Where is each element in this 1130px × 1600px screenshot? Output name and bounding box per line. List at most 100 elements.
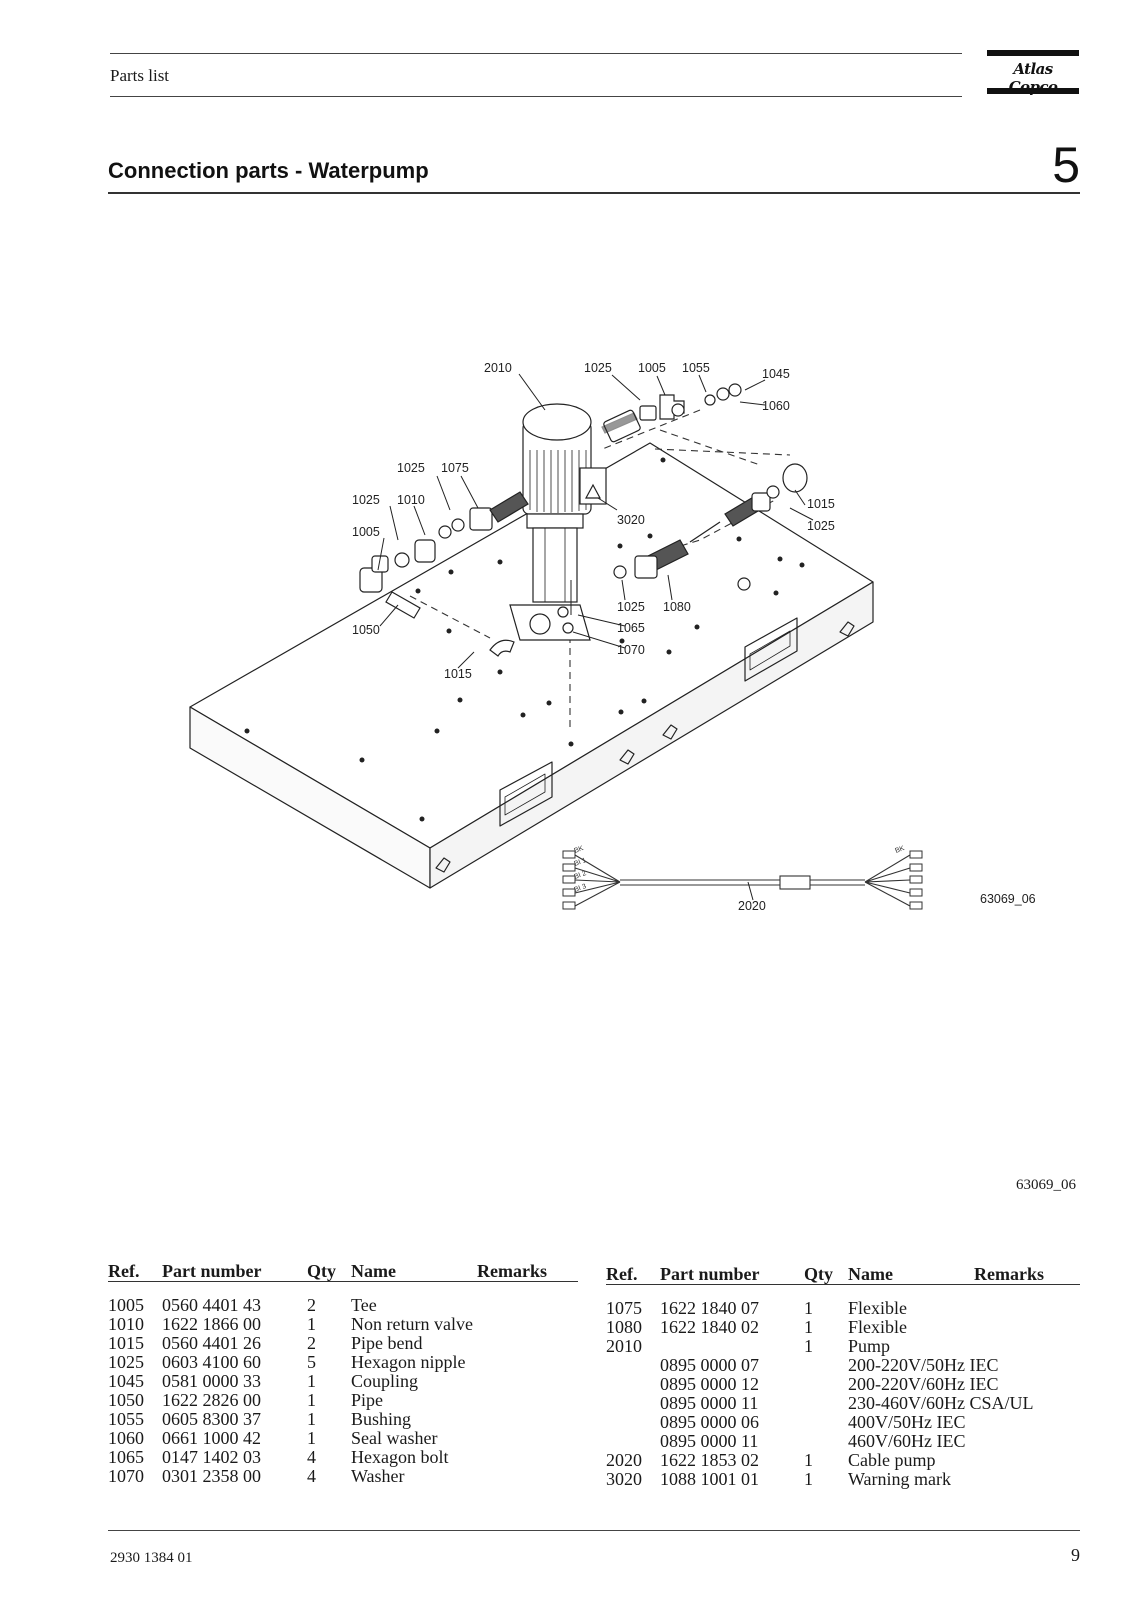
page-title: Connection parts - Waterpump — [108, 158, 429, 183]
callout-3020: 3020 — [617, 513, 645, 527]
callout-1075: 1075 — [441, 461, 469, 475]
cell-qty: 1 — [804, 1450, 813, 1470]
table-row: 0895 0000 11 460V/60Hz IEC — [606, 1432, 1080, 1451]
cell-part-number — [660, 1337, 804, 1356]
table-row: 0895 0000 12 200-220V/60Hz IEC — [606, 1375, 1080, 1394]
cell-qty — [804, 1375, 848, 1394]
cell-name: Cable pump — [848, 1450, 936, 1470]
cell-qty: 2 — [307, 1333, 316, 1353]
cell-part-number: 1622 1840 02 — [660, 1317, 759, 1337]
cell-ref: 1070 — [108, 1466, 144, 1486]
cell-part-number: 0605 8300 37 — [162, 1409, 261, 1429]
figure-code: 63069_06 — [1016, 1177, 1076, 1193]
cell-ref: 2020 — [606, 1450, 642, 1470]
cell-ref: 1060 — [108, 1428, 144, 1448]
cell-qty: 1 — [307, 1371, 316, 1391]
cell-part-number: 0301 2358 00 — [162, 1466, 261, 1486]
header-rule-bottom — [110, 96, 962, 97]
cell-ref: 1050 — [108, 1390, 144, 1410]
cell-name: Pump — [848, 1336, 891, 1356]
cell-remarks — [477, 1334, 578, 1353]
cable-label: BK — [573, 845, 584, 855]
callout-1070: 1070 — [617, 643, 645, 657]
cell-name: Washer — [351, 1466, 405, 1486]
cell-name: Coupling — [351, 1371, 419, 1391]
callout-1005: 1005 — [352, 525, 380, 539]
footer-rule — [108, 1530, 1080, 1531]
cell-qty: 5 — [307, 1352, 316, 1372]
cell-ref: 1075 — [606, 1298, 642, 1318]
callout-1025: 1025 — [584, 361, 612, 375]
cell-name: Tee — [351, 1295, 377, 1315]
col-ref: Ref. — [108, 1257, 162, 1282]
cell-ref — [606, 1394, 660, 1413]
cell-name: 460V/60Hz IEC — [848, 1431, 966, 1451]
callout-2020: 2020 — [738, 899, 766, 913]
cell-ref — [606, 1356, 660, 1375]
cell-name: 400V/50Hz IEC — [848, 1412, 966, 1432]
cell-part-number: 0895 0000 07 — [660, 1355, 759, 1375]
cell-qty: 1 — [307, 1428, 316, 1448]
cell-part-number: 0581 0000 33 — [162, 1371, 261, 1391]
col-qty: Qty — [307, 1257, 351, 1282]
cell-ref: 1025 — [108, 1352, 144, 1372]
cell-part-number: 0147 1402 03 — [162, 1447, 261, 1467]
cell-part-number: 0661 1000 42 — [162, 1428, 261, 1448]
callout-1015: 1015 — [444, 667, 472, 681]
cell-name: Warning mark — [848, 1469, 952, 1489]
cell-name: Bushing — [351, 1409, 412, 1429]
table-header-row: Ref. Part number Qty Name Remarks — [108, 1257, 578, 1282]
cell-remarks — [477, 1391, 578, 1410]
chapter-number: 5 — [1052, 137, 1080, 193]
cell-part-number: 0895 0000 12 — [660, 1374, 759, 1394]
document-number: 2930 1384 01 — [110, 1550, 193, 1566]
cell-remarks — [477, 1315, 578, 1334]
cell-qty: 1 — [804, 1317, 813, 1337]
cell-qty: 1 — [307, 1409, 316, 1429]
cell-qty: 1 — [804, 1298, 813, 1318]
callout-1025: 1025 — [397, 461, 425, 475]
callout-2010: 2010 — [484, 361, 512, 375]
title-rule — [108, 192, 1080, 194]
table-header-row: Ref. Part number Qty Name Remarks — [606, 1260, 1080, 1285]
parts-table-right: Ref. Part number Qty Name Remarks 1075 16… — [606, 1260, 1080, 1489]
cell-qty: 1 — [804, 1469, 813, 1489]
cell-part-number: 0895 0000 11 — [660, 1431, 759, 1451]
cell-part-number: 1622 2826 00 — [162, 1390, 261, 1410]
cell-remarks — [477, 1353, 578, 1372]
cable-label: BI 3 — [573, 883, 587, 894]
cell-ref: 1010 — [108, 1314, 144, 1334]
cell-part-number: 0603 4100 60 — [162, 1352, 261, 1372]
cell-qty — [804, 1432, 848, 1451]
cell-qty — [804, 1394, 848, 1413]
cell-remarks — [477, 1296, 578, 1315]
callout-1005: 1005 — [638, 361, 666, 375]
cell-name: 230-460V/60Hz CSA/UL — [848, 1393, 1034, 1413]
parts-table-left: Ref. Part number Qty Name Remarks 1005 05… — [108, 1257, 578, 1486]
cell-ref: 1045 — [108, 1371, 144, 1391]
exploded-view-drawing: 2010 1025 1005 1055 1045 1060 1025 1075 … — [189, 361, 1036, 913]
cell-name: Hexagon nipple — [351, 1352, 466, 1372]
col-part-number: Part number — [660, 1260, 804, 1285]
table-row: 1025 0603 4100 60 5 Hexagon nipple — [108, 1353, 578, 1372]
cell-ref: 1005 — [108, 1295, 144, 1315]
callout-1045: 1045 — [762, 367, 790, 381]
cell-qty — [804, 1413, 848, 1432]
cell-qty: 2 — [307, 1295, 316, 1315]
cell-name: 200-220V/60Hz IEC — [848, 1374, 999, 1394]
table-row: 1055 0605 8300 37 1 Bushing — [108, 1410, 578, 1429]
section-label: Parts list — [110, 66, 170, 85]
cell-ref: 1055 — [108, 1409, 144, 1429]
cell-name: Flexible — [848, 1298, 907, 1318]
col-remarks: Remarks — [477, 1257, 578, 1282]
col-ref: Ref. — [606, 1260, 660, 1285]
